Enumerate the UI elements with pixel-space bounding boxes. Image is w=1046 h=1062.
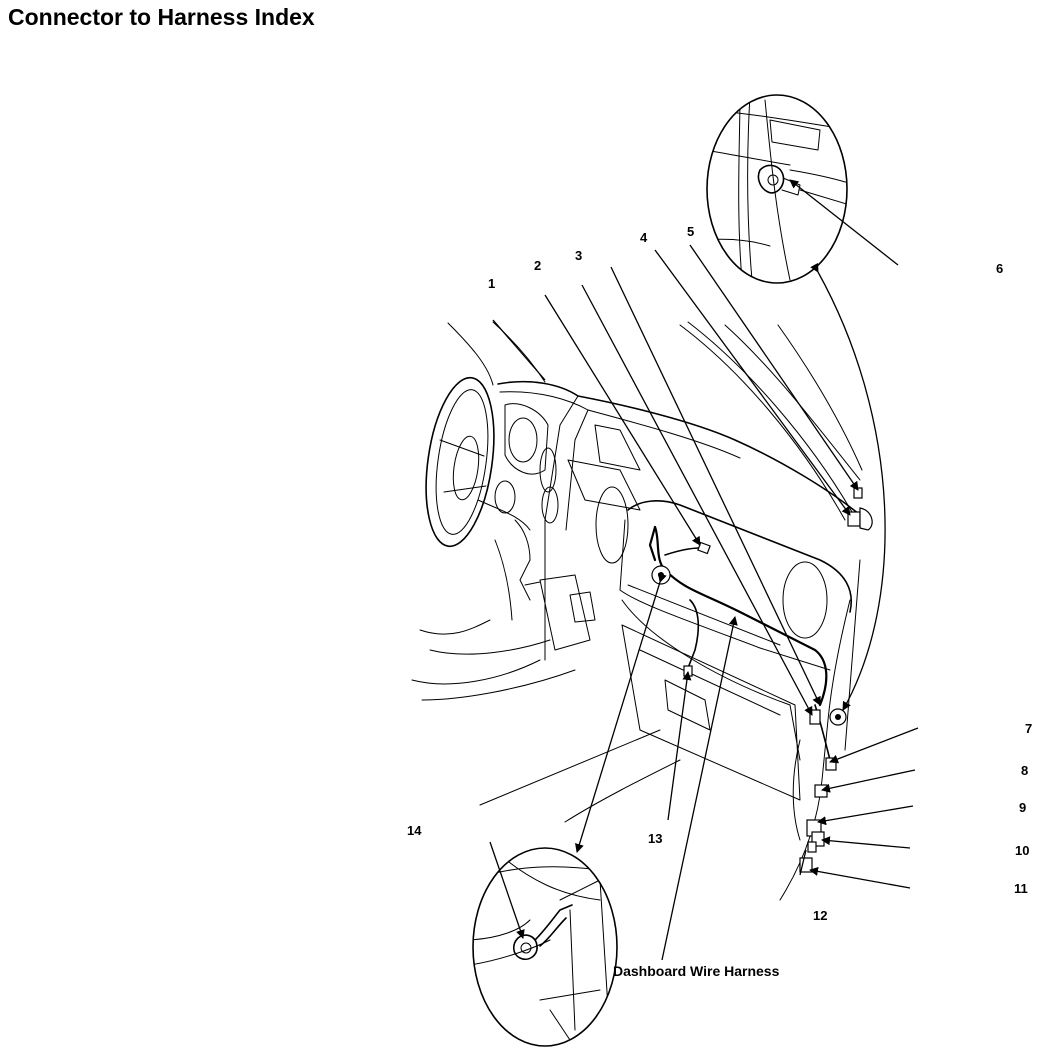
callout-14: 14 [407, 823, 422, 838]
detail-view-ground-upper [706, 94, 848, 284]
harness-label: Dashboard Wire Harness [613, 963, 780, 979]
callout-5: 5 [687, 224, 694, 239]
detail-view-ground-lower [472, 847, 618, 1047]
callout-9: 9 [1019, 800, 1026, 815]
callout-7: 7 [1025, 721, 1032, 736]
callout-13: 13 [648, 831, 662, 846]
callout-1: 1 [488, 276, 495, 291]
callout-labels: 1 2 3 4 5 6 7 8 9 10 11 12 13 14 Dashboa… [407, 224, 1032, 979]
callout-12: 12 [813, 908, 827, 923]
callout-11: 11 [1014, 881, 1028, 896]
callout-10: 10 [1015, 843, 1029, 858]
page-title: Connector to Harness Index [8, 4, 315, 30]
callout-6: 6 [996, 261, 1003, 276]
steering-wheel [425, 376, 531, 548]
callout-4: 4 [640, 230, 648, 245]
callout-leader-lines [489, 179, 919, 961]
harness-connectors [651, 487, 873, 873]
callout-2: 2 [534, 258, 541, 273]
glove-box [621, 624, 801, 801]
callout-3: 3 [575, 248, 582, 263]
callout-8: 8 [1021, 763, 1028, 778]
dashboard-illustration [411, 321, 863, 901]
